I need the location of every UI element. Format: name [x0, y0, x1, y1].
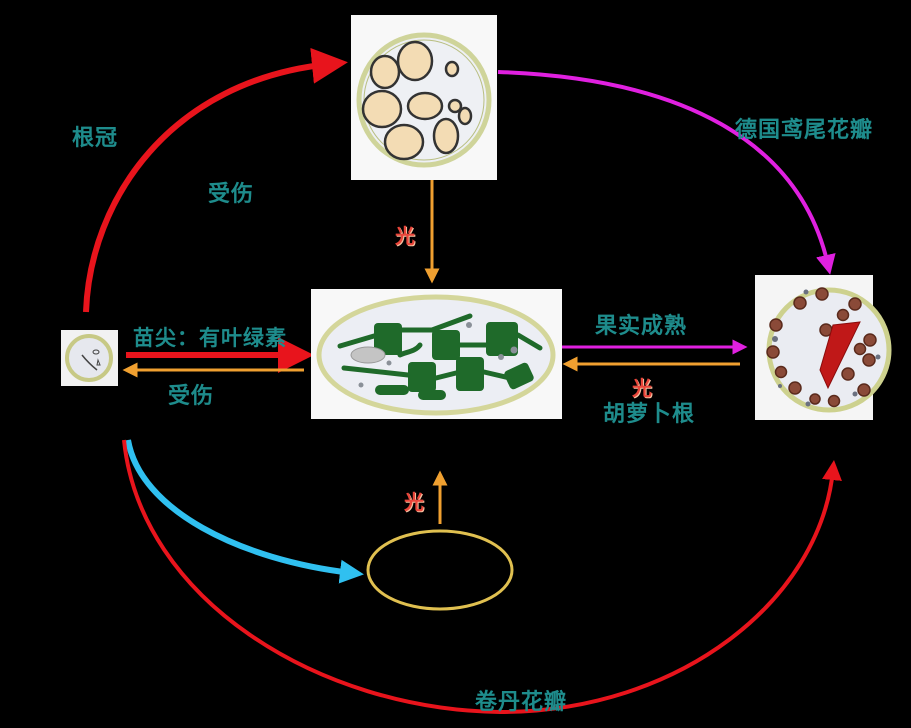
- arrow-root-cap: [83, 47, 348, 313]
- label-light-up: 光: [404, 490, 424, 514]
- label-fruit-ripening: 果实成熟: [595, 314, 688, 339]
- label-light-right: 光: [632, 376, 652, 400]
- amyloplast-image: [351, 15, 497, 180]
- chloroplast-image: [311, 289, 562, 419]
- label-root-cap: 根冠: [72, 126, 119, 151]
- label-iris-petal: 德国鸢尾花瓣: [735, 118, 874, 143]
- label-injury-left: 受伤: [168, 384, 215, 409]
- label-curly-petal: 卷丹花瓣: [475, 690, 568, 715]
- label-carrot-root: 胡萝卜根: [603, 402, 696, 427]
- arrow-iris-petal: [497, 70, 836, 275]
- arrow-curly-petal: [122, 439, 842, 715]
- chromoplast-image: [755, 275, 892, 420]
- label-shoot-tip: 苗尖：有叶绿素: [133, 326, 287, 350]
- proplastid-image: [61, 330, 118, 386]
- etioplast-ring: [366, 529, 514, 611]
- label-injury-top: 受伤: [208, 182, 255, 207]
- arrow-etiolation: [125, 439, 364, 584]
- label-light-down: 光: [395, 224, 415, 248]
